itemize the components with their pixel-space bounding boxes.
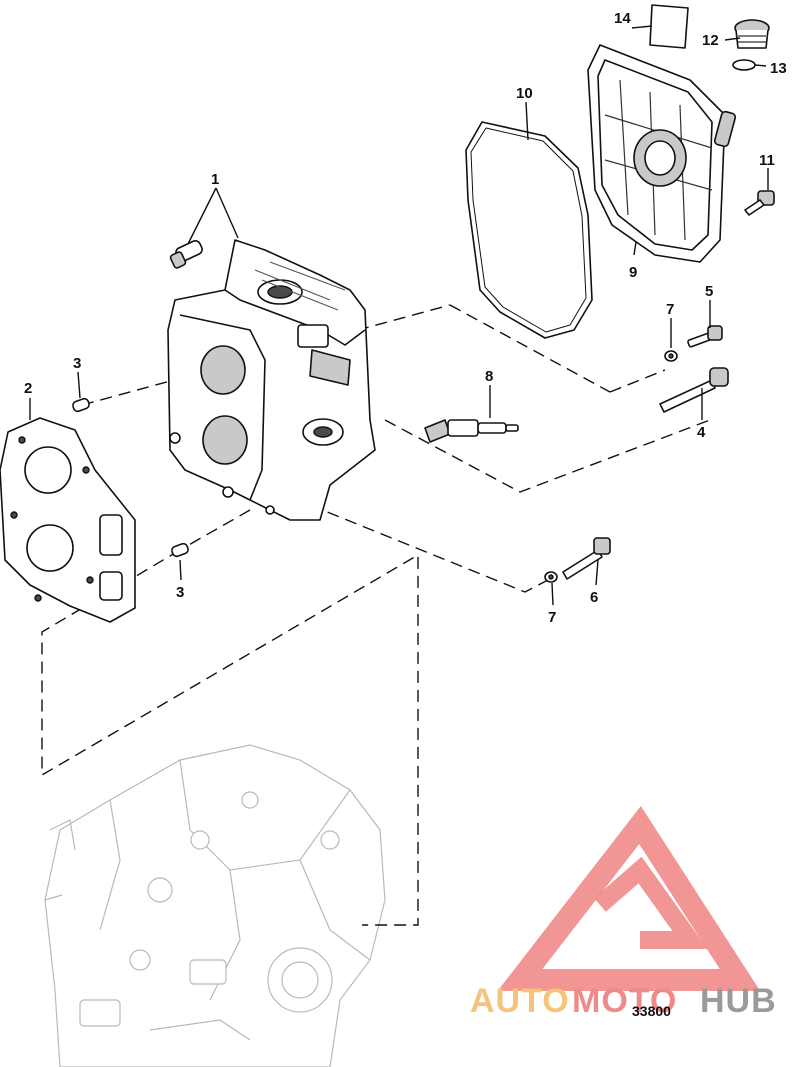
automotohub-logo: AUTO MOTO HUB xyxy=(470,805,777,1020)
valve-cover-gasket xyxy=(465,121,593,339)
callout-9: 9 xyxy=(629,264,637,281)
spark-plug xyxy=(424,419,519,443)
cover-bolt xyxy=(744,190,775,216)
callout-6: 6 xyxy=(590,589,598,606)
engine-block-illustration xyxy=(44,744,386,1067)
leader-lines xyxy=(29,25,769,606)
dowel-pin-upper xyxy=(72,397,90,413)
dowel-pin-lower xyxy=(171,542,189,558)
valve-cover xyxy=(587,44,737,263)
medium-bolt xyxy=(562,537,611,580)
callout-14: 14 xyxy=(614,10,631,27)
callout-7-upper: 7 xyxy=(666,301,674,318)
watermark-moto: MOTO xyxy=(572,982,677,1020)
callout-10: 10 xyxy=(516,85,533,102)
decal-label xyxy=(649,4,689,49)
callout-3-upper: 3 xyxy=(73,355,81,372)
washer-upper xyxy=(664,350,678,362)
o-ring xyxy=(732,59,756,71)
callout-5: 5 xyxy=(705,283,713,300)
short-bolt xyxy=(687,325,723,348)
callout-7-lower: 7 xyxy=(548,609,556,626)
callout-1: 1 xyxy=(211,171,219,188)
watermark-auto: AUTO xyxy=(470,982,570,1020)
callout-11: 11 xyxy=(759,152,775,169)
head-gasket xyxy=(0,417,136,623)
long-bolt xyxy=(659,367,729,413)
figure-reference-number: 33800 xyxy=(632,1003,671,1019)
callout-4: 4 xyxy=(697,424,706,441)
callout-8: 8 xyxy=(485,368,493,385)
callout-12: 12 xyxy=(702,32,719,49)
sensor-fitting xyxy=(169,240,203,269)
oil-fill-cap xyxy=(734,19,770,49)
callout-3-lower: 3 xyxy=(176,584,184,601)
logo-triangle xyxy=(497,805,761,991)
watermark-hub: HUB xyxy=(700,982,777,1020)
callout-labels: 14 12 13 10 11 1 9 7 5 3 2 8 4 3 6 7 xyxy=(24,10,787,626)
callout-13: 13 xyxy=(770,60,787,77)
callout-2: 2 xyxy=(24,380,32,397)
washer-lower xyxy=(544,571,558,583)
cylinder-head xyxy=(167,239,376,521)
